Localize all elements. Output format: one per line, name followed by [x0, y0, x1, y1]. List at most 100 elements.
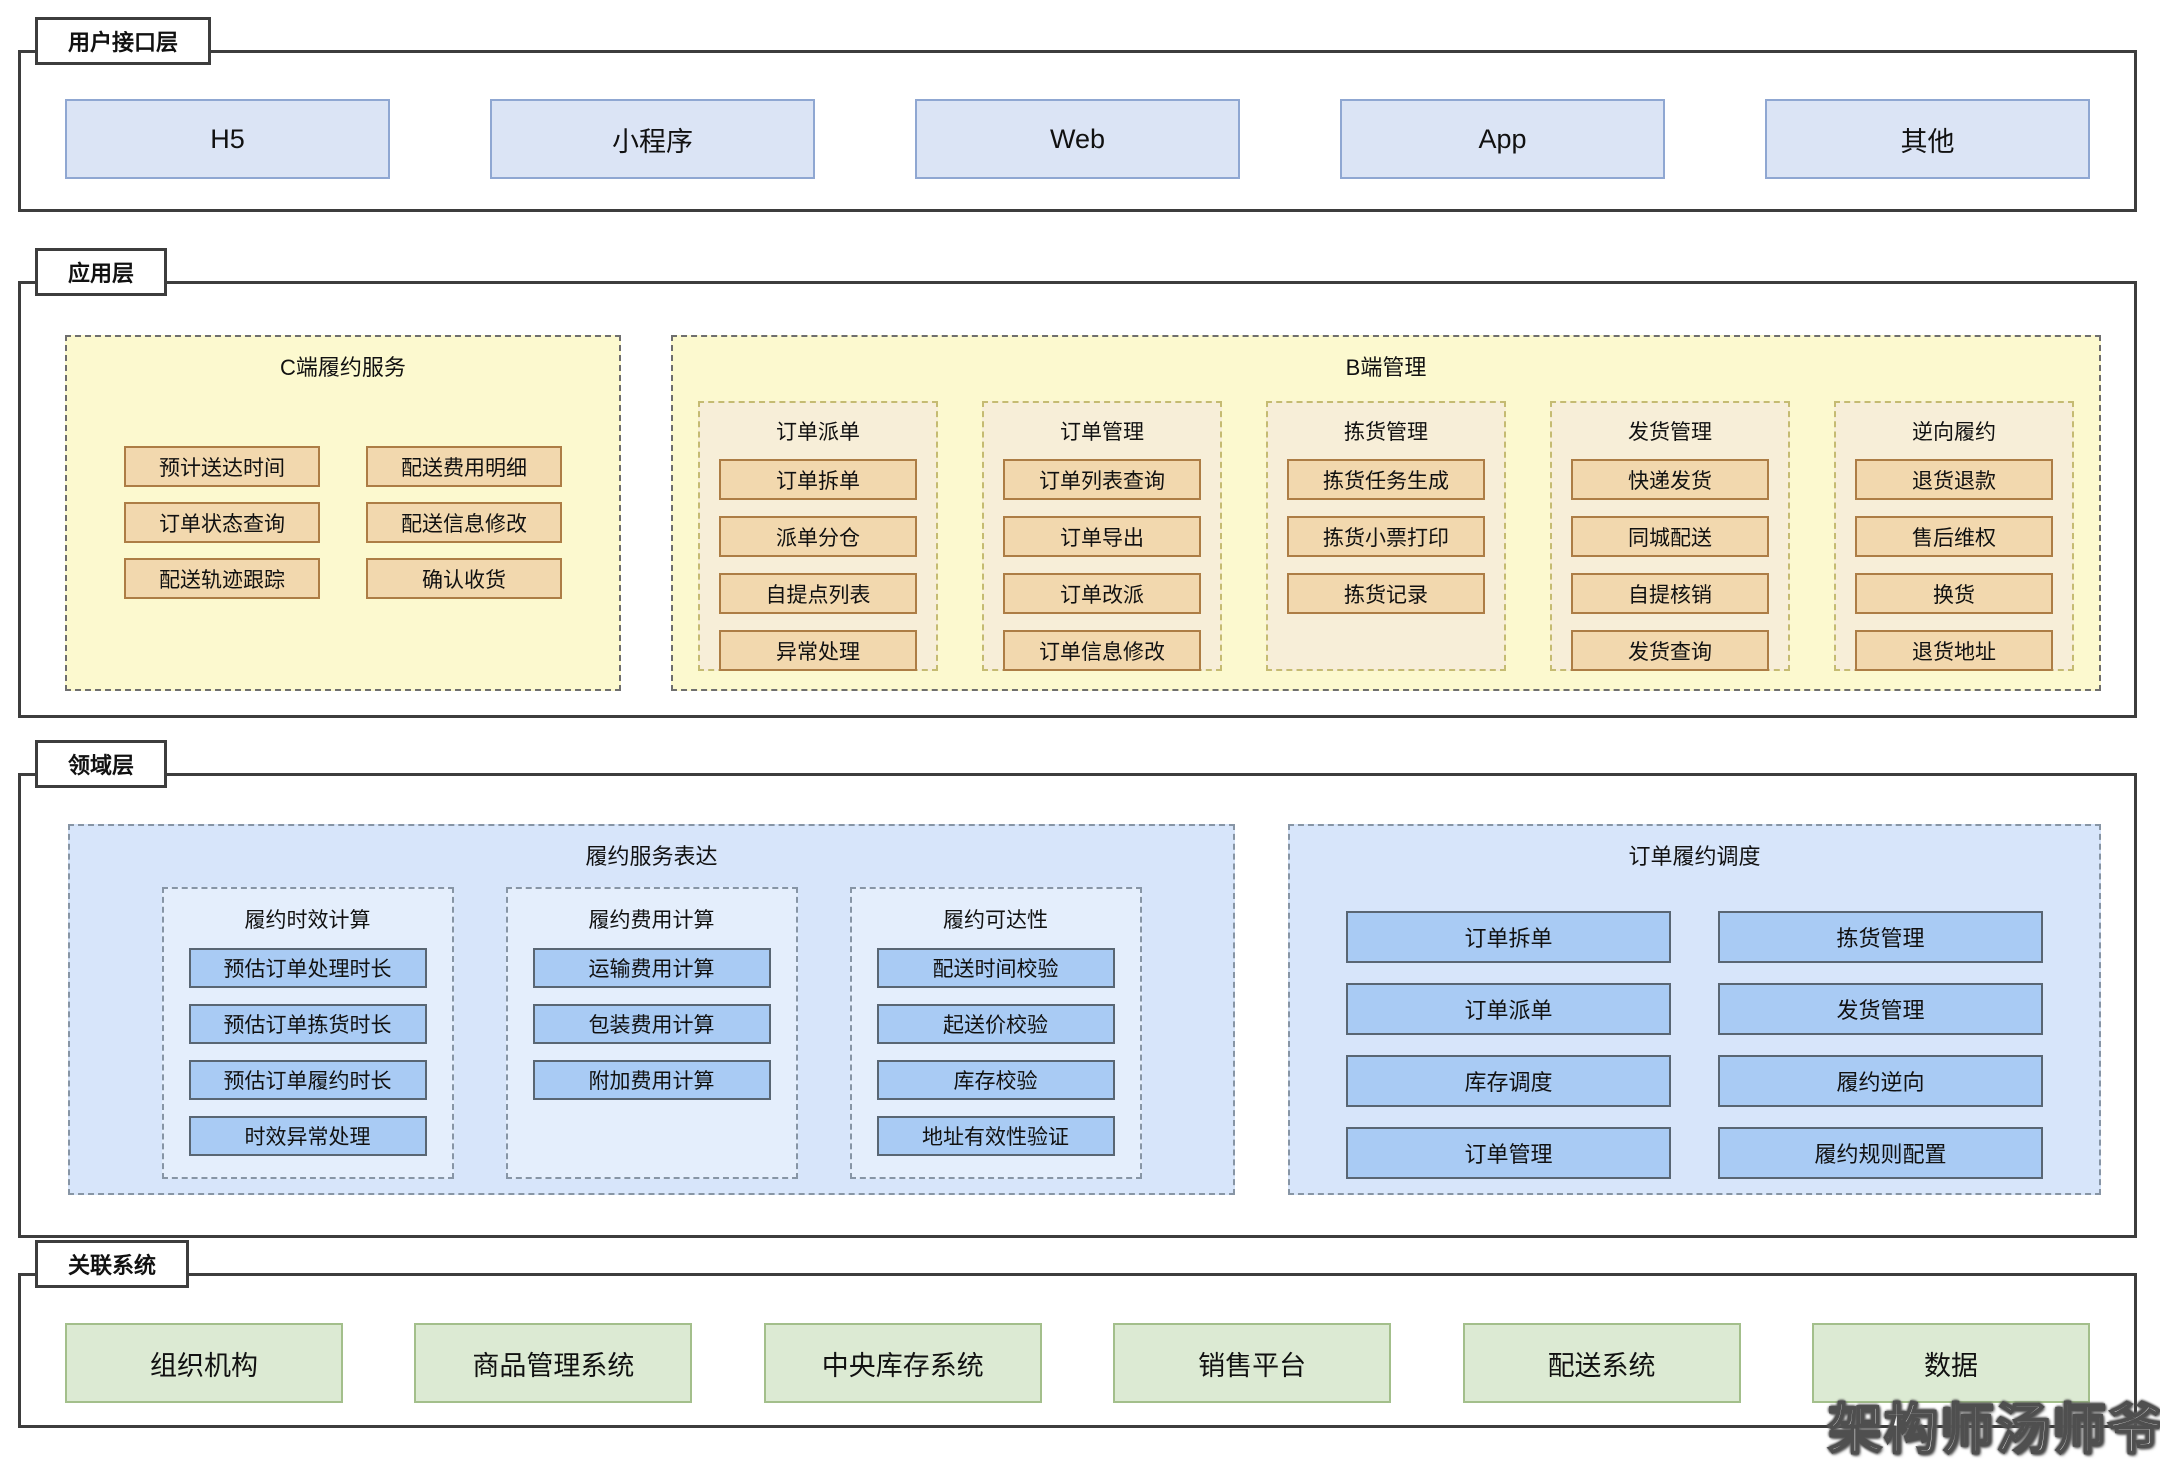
capability-box: 订单改派	[1003, 573, 1201, 614]
container-title: 订单履约调度	[1628, 844, 1761, 869]
group-items: 订单列表查询 订单导出 订单改派 订单信息修改	[984, 459, 1220, 671]
channel-box-h5: H5	[65, 99, 390, 179]
capability-box: 订单列表查询	[1003, 459, 1201, 500]
capability-box: 订单导出	[1003, 516, 1201, 557]
capability-box: 库存调度	[1346, 1055, 1671, 1107]
group-title: 履约时效计算	[244, 909, 371, 932]
layer-label-text: 领域层	[68, 753, 135, 778]
layer-label-text: 应用层	[68, 261, 135, 286]
channel-box-miniprogram: 小程序	[490, 99, 815, 179]
capability-box: 配送轨迹跟踪	[124, 558, 320, 599]
group-fulfillment-fee-calc: 履约费用计算 运输费用计算 包装费用计算 附加费用计算	[505, 887, 798, 1179]
c-side-capability-grid: 预计送达时间 配送费用明细 订单状态查询 配送信息修改 配送轨迹跟踪 确认收货	[67, 446, 619, 599]
group-reverse-fulfillment: 逆向履约 退货退款 售后维权 换货 退货地址	[1834, 401, 2074, 671]
layer-label-text: 关联系统	[68, 1253, 157, 1278]
layer-user-interface: 用户接口层 H5 小程序 Web App 其他	[18, 17, 2137, 212]
group-title: 履约费用计算	[588, 909, 715, 932]
group-items: 配送时间校验 起送价校验 库存校验 地址有效性验证	[852, 948, 1140, 1156]
capability-box: 发货管理	[1718, 983, 2043, 1035]
channel-row: H5 小程序 Web App 其他	[21, 53, 2134, 179]
capability-box: 订单拆单	[719, 459, 917, 500]
group-title: 订单派单	[776, 421, 860, 444]
capability-box: 售后维权	[1855, 516, 2053, 557]
channel-box-web: Web	[915, 99, 1240, 179]
channel-box-other: 其他	[1765, 99, 2090, 179]
scheduling-column-left: 订单拆单 订单派单 库存调度 订单管理	[1346, 911, 1671, 1179]
group-order-management: 订单管理 订单列表查询 订单导出 订单改派 订单信息修改	[982, 401, 1222, 671]
capability-box: 履约逆向	[1718, 1055, 2043, 1107]
watermark-text: 架构师汤师爷	[1827, 1399, 2160, 1461]
capability-box: 发货查询	[1571, 630, 1769, 671]
system-box-product-management: 商品管理系统	[414, 1323, 693, 1403]
capability-box: 预计送达时间	[124, 446, 320, 487]
group-fulfillment-time-calc: 履约时效计算 预估订单处理时长 预估订单拣货时长 预估订单履约时长 时效异常处理	[161, 887, 454, 1179]
container-title: C端履约服务	[280, 355, 406, 380]
capability-box: 履约规则配置	[1718, 1127, 2043, 1179]
system-box-central-inventory: 中央库存系统	[763, 1323, 1042, 1403]
capability-box: 订单信息修改	[1003, 630, 1201, 671]
layer-label-related-systems: 关联系统	[35, 1240, 190, 1288]
capability-box: 拣货任务生成	[1287, 459, 1485, 500]
capability-box: 时效异常处理	[188, 1116, 427, 1156]
group-title: 发货管理	[1628, 421, 1712, 444]
capability-box: 异常处理	[719, 630, 917, 671]
capability-box: 运输费用计算	[532, 948, 771, 988]
order-fulfillment-scheduling-container: 订单履约调度 订单拆单 订单派单 库存调度 订单管理 拣货管理 发货管理 履约逆…	[1288, 824, 2101, 1195]
capability-box: 库存校验	[876, 1060, 1115, 1100]
capability-box: 退货地址	[1855, 630, 2053, 671]
group-title: 拣货管理	[1344, 421, 1428, 444]
system-box-delivery-system: 配送系统	[1462, 1323, 1741, 1403]
layer-related-systems: 关联系统 组织机构 商品管理系统 中央库存系统 销售平台 配送系统 数据	[18, 1240, 2137, 1428]
capability-box: 拣货小票打印	[1287, 516, 1485, 557]
scheduling-column-right: 拣货管理 发货管理 履约逆向 履约规则配置	[1718, 911, 2043, 1179]
capability-box: 快递发货	[1571, 459, 1769, 500]
group-order-dispatch: 订单派单 订单拆单 派单分仓 自提点列表 异常处理	[698, 401, 938, 671]
group-title: 履约可达性	[943, 909, 1048, 932]
group-fulfillment-reachability: 履约可达性 配送时间校验 起送价校验 库存校验 地址有效性验证	[849, 887, 1142, 1179]
layer-label-domain: 领域层	[35, 740, 168, 788]
capability-box: 地址有效性验证	[876, 1116, 1115, 1156]
layer-label-text: 用户接口层	[68, 30, 179, 55]
capability-box: 订单状态查询	[124, 502, 320, 543]
c-side-fulfillment-container: C端履约服务 预计送达时间 配送费用明细 订单状态查询 配送信息修改 配送轨迹跟…	[65, 335, 621, 691]
group-items: 预估订单处理时长 预估订单拣货时长 预估订单履约时长 时效异常处理	[164, 948, 452, 1156]
fulfillment-service-expression-container: 履约服务表达 履约时效计算 预估订单处理时长 预估订单拣货时长 预估订单履约时长…	[68, 824, 1235, 1195]
group-items: 订单拆单 派单分仓 自提点列表 异常处理	[700, 459, 936, 671]
capability-box: 自提核销	[1571, 573, 1769, 614]
related-systems-row: 组织机构 商品管理系统 中央库存系统 销售平台 配送系统 数据	[21, 1276, 2134, 1403]
system-box-data: 数据	[1811, 1323, 2090, 1403]
expression-groups: 履约时效计算 预估订单处理时长 预估订单拣货时长 预估订单履约时长 时效异常处理…	[70, 887, 1233, 1179]
capability-box: 拣货管理	[1718, 911, 2043, 963]
group-items: 快递发货 同城配送 自提核销 发货查询	[1552, 459, 1788, 671]
capability-box: 退货退款	[1855, 459, 2053, 500]
group-title: 逆向履约	[1912, 421, 1996, 444]
capability-box: 预估订单处理时长	[188, 948, 427, 988]
capability-box: 自提点列表	[719, 573, 917, 614]
layer-label-user-interface: 用户接口层	[35, 17, 212, 65]
capability-box: 配送时间校验	[876, 948, 1115, 988]
capability-box: 起送价校验	[876, 1004, 1115, 1044]
capability-box: 配送信息修改	[366, 502, 562, 543]
group-title: 订单管理	[1060, 421, 1144, 444]
capability-box: 订单拆单	[1346, 911, 1671, 963]
layer-domain: 领域层 履约服务表达 履约时效计算 预估订单处理时长 预估订单拣货时长 预估订单…	[18, 740, 2137, 1238]
layer-application: 应用层 C端履约服务 预计送达时间 配送费用明细 订单状态查询 配送信息修改 配…	[18, 248, 2137, 718]
capability-box: 订单管理	[1346, 1127, 1671, 1179]
capability-box: 附加费用计算	[532, 1060, 771, 1100]
b-side-groups: 订单派单 订单拆单 派单分仓 自提点列表 异常处理 订单管理 订单列表查询 订单…	[673, 401, 2099, 671]
capability-box: 订单派单	[1346, 983, 1671, 1035]
capability-box: 换货	[1855, 573, 2053, 614]
capability-box: 确认收货	[366, 558, 562, 599]
capability-box: 包装费用计算	[532, 1004, 771, 1044]
scheduling-columns: 订单拆单 订单派单 库存调度 订单管理 拣货管理 发货管理 履约逆向 履约规则配…	[1290, 911, 2099, 1179]
container-title: 履约服务表达	[585, 844, 718, 869]
container-title: B端管理	[1345, 355, 1427, 380]
layer-label-application: 应用层	[35, 248, 168, 296]
group-items: 拣货任务生成 拣货小票打印 拣货记录	[1268, 459, 1504, 614]
capability-box: 预估订单履约时长	[188, 1060, 427, 1100]
group-picking-management: 拣货管理 拣货任务生成 拣货小票打印 拣货记录	[1266, 401, 1506, 671]
group-shipping-management: 发货管理 快递发货 同城配送 自提核销 发货查询	[1550, 401, 1790, 671]
group-items: 运输费用计算 包装费用计算 附加费用计算	[508, 948, 796, 1100]
b-side-management-container: B端管理 订单派单 订单拆单 派单分仓 自提点列表 异常处理 订单管理 订单列表…	[671, 335, 2101, 691]
